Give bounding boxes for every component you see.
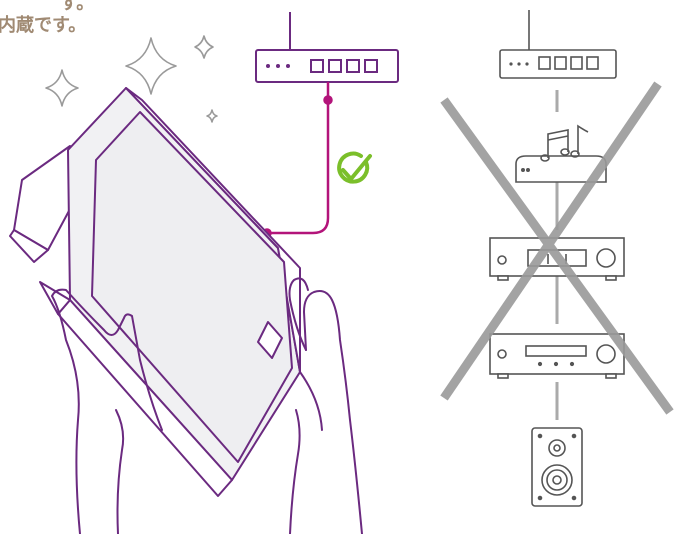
speaker-icon <box>531 427 583 507</box>
router-icon <box>499 10 617 79</box>
check-circle-icon <box>337 151 372 184</box>
receiver-icon <box>489 333 625 379</box>
caption-line-2: 内蔵です。 <box>0 15 87 36</box>
router-icon <box>255 12 399 83</box>
hands <box>51 277 363 534</box>
sparkle-icon <box>45 35 218 123</box>
caption-line-1: す。 <box>60 0 95 14</box>
ethernet-cable <box>262 82 333 238</box>
cross-icon <box>440 81 674 415</box>
music-notes-icon <box>515 124 607 183</box>
device-box <box>9 87 301 497</box>
